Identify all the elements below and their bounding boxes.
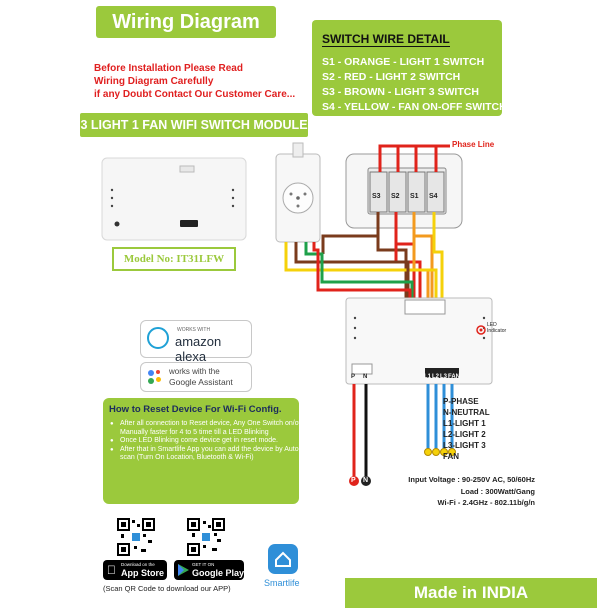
switch-wire-detail-panel: SWITCH WIRE DETAIL S1 - ORANGE - LIGHT 1… [312,20,507,116]
google-assistant-icon [147,369,163,385]
reset-step: After that in Smartlife App you can add … [110,446,302,463]
app-store-small-text: Download on the [121,562,155,567]
reset-heading: How to Reset Device For Wi-Fi Config. [109,404,282,415]
installation-notice: Before Installation Please Read Wiring D… [94,62,314,101]
alexa-badge: WORKS WITH amazon alexa [140,320,252,364]
module-terminal-p: P [351,374,356,380]
google-play-button[interactable]: GET IT ON Google Play [174,560,244,580]
switch-detail-row-s4: S4 - YELLOW - FAN ON-OFF SWITCH [322,101,507,113]
phase-line-label: Phase Line [452,140,495,149]
app-store-qr-code[interactable] [117,518,155,556]
reset-step: Once LED Blinking come device get in res… [110,437,302,446]
fan-regulator [275,142,321,243]
phase-terminal-dot [349,476,359,486]
module-terminal-l1: L1 [424,374,432,380]
legend-item: L2-LIGHT 2 [443,430,486,439]
switch-detail-row-s2: S2 - RED - LIGHT 2 SWITCH [322,71,461,83]
google-play-big-text: Google Play [192,568,245,578]
switch-plate [345,153,463,229]
led-indicator-label: LED Indicator [487,322,506,334]
spec-voltage: Input Voltage : 90-250V AC, 50/60Hz [408,475,535,484]
notice-line-2: Wiring Diagram Carefully [94,76,214,87]
plate-label-s4: S4 [429,193,438,200]
switch-detail-row-s1: S1 - ORANGE - LIGHT 1 SWITCH [322,56,485,68]
google-play-qr-code[interactable] [187,518,225,556]
specifications: Input Voltage : 90-250V AC, 50/60Hz Load… [375,474,535,509]
switch-detail-row-s3: S3 - BROWN - LIGHT 3 SWITCH [322,86,479,98]
plate-label-s3: S3 [372,193,381,200]
play-store-icon [178,564,189,576]
line-label-n: N [363,477,369,484]
app-store-big-text: App Store [121,568,165,578]
legend-item: L1-LIGHT 1 [443,419,486,428]
alexa-icon [147,327,169,349]
output-wires [352,384,454,476]
smartlife-label: Smartlife [264,578,300,588]
phase-loop-wires [378,144,450,172]
spec-load: Load : 300Watt/Gang [460,486,535,496]
terminal-legend: P-PHASE N-NEUTRAL L1-LIGHT 1 L2-LIGHT 2 … [443,396,490,462]
led-label-line-1: LED [487,322,497,328]
plate-label-s2: S2 [391,193,400,200]
diagram-module [345,297,493,385]
plate-label-s1: S1 [410,193,419,200]
reset-steps: After all connection to Reset device, An… [109,420,302,463]
legend-item: N-NEUTRAL [443,408,490,417]
notice-line-3: if any Doubt Contact Our Customer Care..… [94,89,296,100]
made-in-india-banner: Made in INDIA [345,578,597,608]
switch-wire-detail-heading: SWITCH WIRE DETAIL [322,32,450,47]
led-label-line-2: Indicator [487,328,507,334]
module-terminal-l2: L2 [432,374,440,380]
alexa-small-text: WORKS WITH [177,327,211,333]
apple-icon:  [107,563,116,577]
page-title: Wiring Diagram [96,6,276,38]
legend-item: L3-LIGHT 3 [443,441,486,450]
google-small-text: works with the [169,367,220,376]
google-play-small-text: GET IT ON [192,562,215,567]
google-assistant-badge: works with the Google Assistant [140,362,252,392]
legend-item: P-PHASE [443,397,479,406]
regulator-wires [284,242,438,306]
home-icon [275,551,291,567]
app-store-button[interactable]:  Download on the App Store [103,560,167,580]
reset-instructions-panel: How to Reset Device For Wi-Fi Config. Af… [103,398,302,504]
smartlife-app-icon[interactable] [268,544,298,574]
scan-note: (Scan QR Code to download our APP) [103,584,231,593]
reset-step: After all connection to Reset device, An… [110,420,302,437]
notice-line-1: Before Installation Please Read [94,63,243,74]
legend-item: FAN [443,452,459,461]
spec-wifi: Wi-Fi - 2.4GHz - 802.11b/g/n [437,498,535,507]
model-number: Model No: IT31LFW [112,247,236,271]
module-title: 3 LIGHT 1 FAN WIFI SWITCH MODULE [80,113,308,137]
google-big-text: Google Assistant [169,377,233,387]
alexa-big-text: amazon alexa [175,334,222,364]
module-terminal-l3: L3 [440,374,448,380]
module-terminal-fan: FAN [448,374,460,380]
module-terminal-n: N [363,374,368,380]
product-module-image [101,157,247,241]
line-label-p: P [351,477,356,484]
neutral-terminal-dot [361,476,371,486]
output-load-icons [424,448,456,456]
